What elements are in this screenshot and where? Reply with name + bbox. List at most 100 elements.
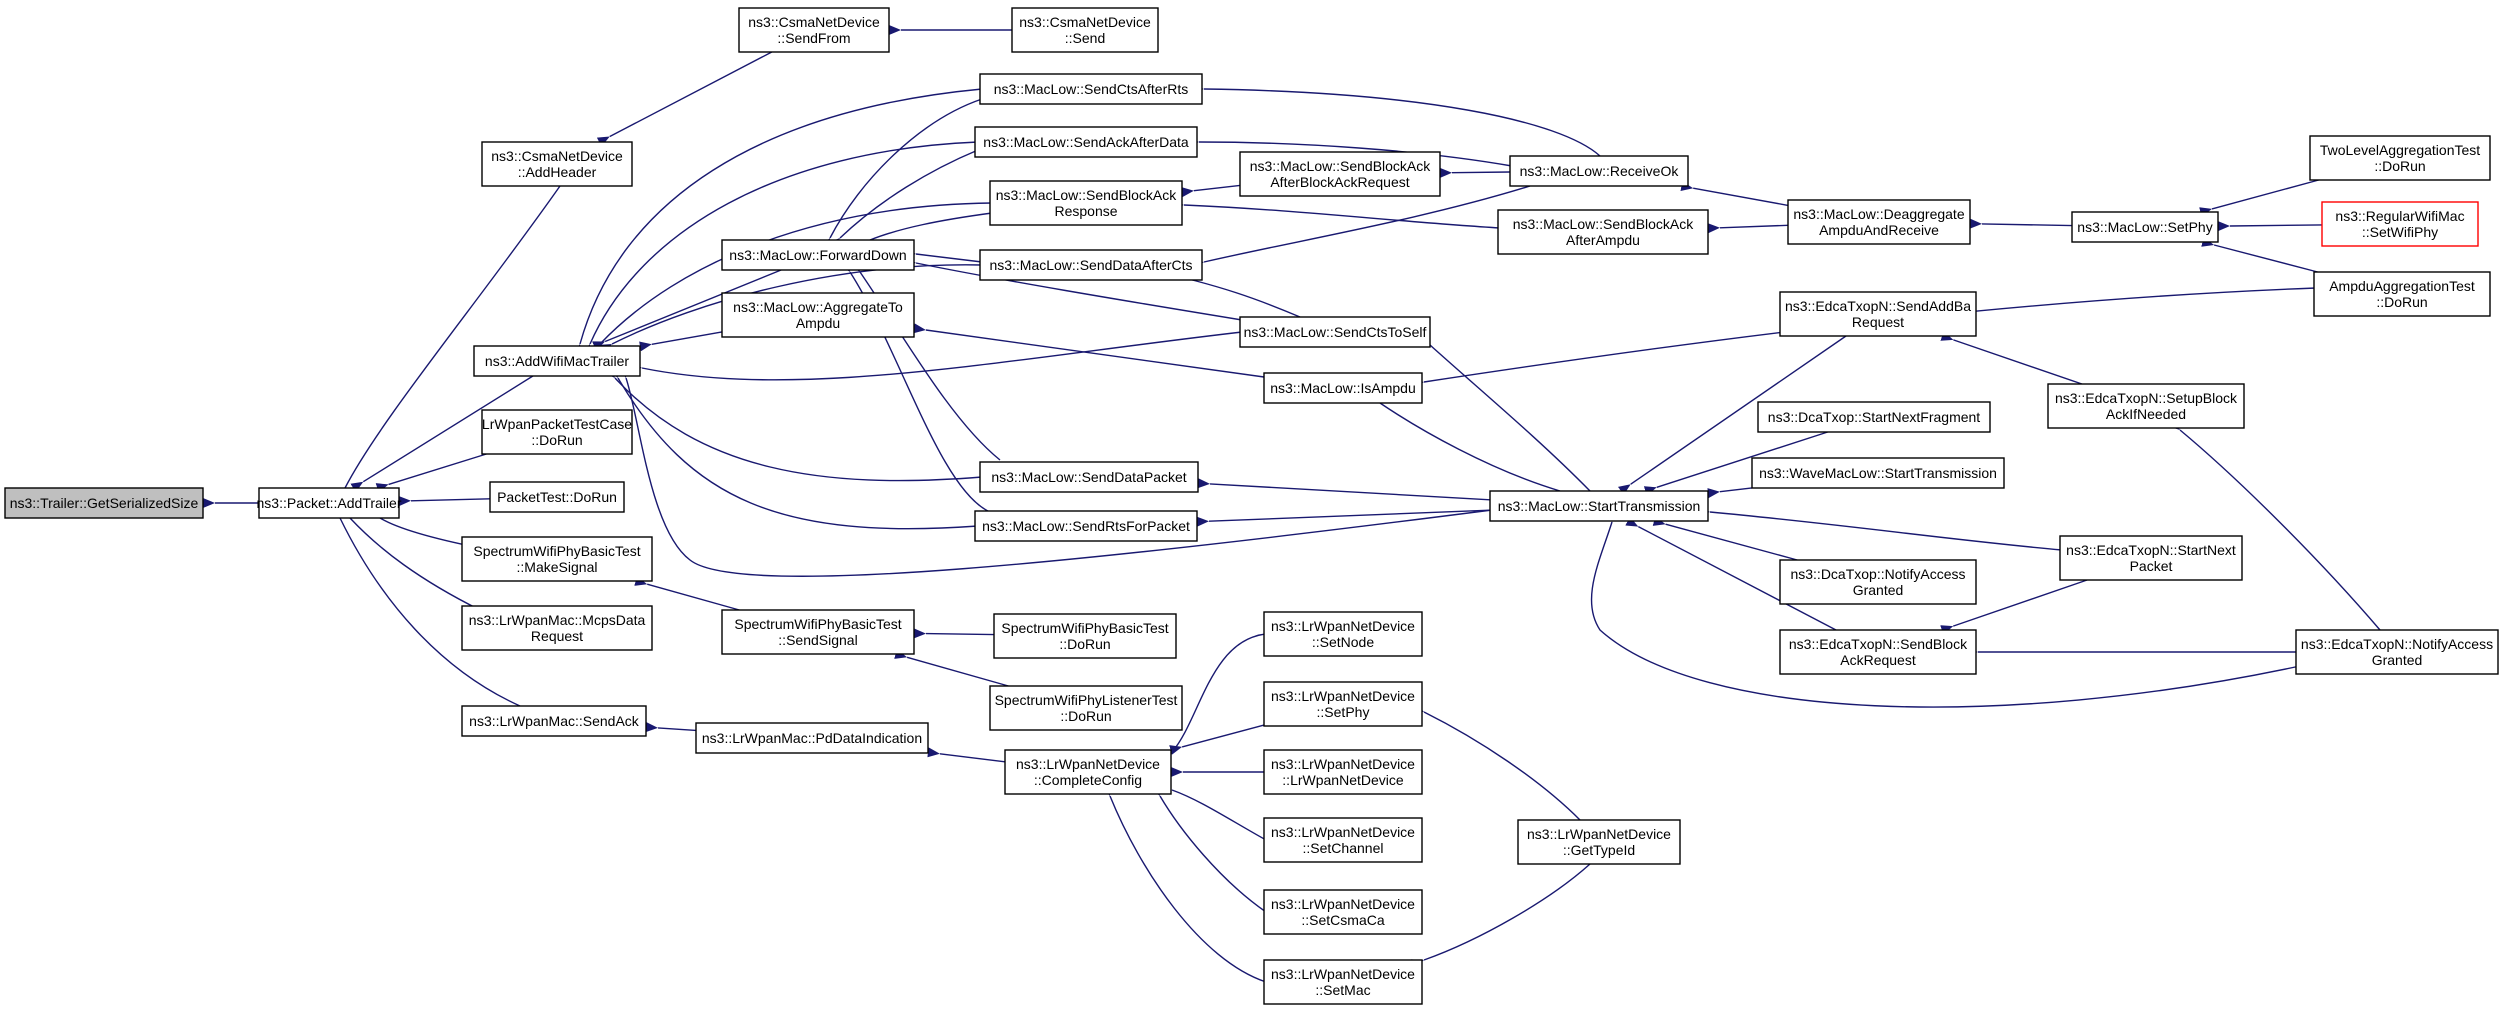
call-edge-packettest_dorun-to-packet_addtrailer xyxy=(398,496,491,507)
node-maclow-starttransmission[interactable]: ns3::MacLow::StartTransmission xyxy=(1489,490,1709,522)
node-box xyxy=(989,685,1183,731)
node-maclow-isampdu[interactable]: ns3::MacLow::IsAmpdu xyxy=(1263,372,1423,404)
node-label-line: ns3::MacLow::AggregateTo xyxy=(733,299,903,315)
node-maclow-sendctsafterrts[interactable]: ns3::MacLow::SendCtsAfterRts xyxy=(979,73,1203,105)
node-box xyxy=(1509,155,1689,187)
call-edge-twolevelaggregationtest_dorun-to-maclow_setphy xyxy=(2199,179,2319,217)
call-edge-lrwpannetdevice_setnode-to-lrwpannetdevice_completeconfig xyxy=(1160,633,1267,765)
node-box xyxy=(695,722,929,754)
node-lrwpannetdevice-gettypeid[interactable]: ns3::LrWpanNetDevice::GetTypeId xyxy=(1517,819,1681,865)
node-label-line: TwoLevelAggregationTest xyxy=(2320,142,2480,158)
node-lrwpannetdevice-setchannel[interactable]: ns3::LrWpanNetDevice::SetChannel xyxy=(1263,817,1423,863)
call-edge-addwifimactrailer-to-packet_addtrailer xyxy=(350,375,534,493)
node-wavemaclow-starttransmission[interactable]: ns3::WaveMacLow::StartTransmission xyxy=(1751,457,2005,489)
node-maclow-senddataafterCts[interactable]: ns3::MacLow::SendDataAfterCts xyxy=(979,249,1203,281)
node-label-line: ns3::LrWpanNetDevice xyxy=(1271,824,1415,840)
node-lrwpannetdevice-setnode[interactable]: ns3::LrWpanNetDevice::SetNode xyxy=(1263,611,1423,657)
node-box xyxy=(1239,151,1441,197)
node-label-line: ::SetNode xyxy=(1312,634,1374,650)
node-label-line: SpectrumWifiPhyListenerTest xyxy=(995,692,1178,708)
node-lrwpanmac-pddataindication[interactable]: ns3::LrWpanMac::PdDataIndication xyxy=(695,722,929,754)
call-nodes: ns3::Trailer::GetSerializedSize ns3::Pack… xyxy=(4,7,2499,1005)
node-label-line: ns3::LrWpanNetDevice xyxy=(1271,688,1415,704)
node-label-line: Request xyxy=(1852,314,1904,330)
node-box xyxy=(461,705,647,737)
call-edge-maclow_aggregatetoampdu-to-addwifimactrailer xyxy=(639,331,723,352)
node-label-line: ns3::CsmaNetDevice xyxy=(491,148,623,164)
node-spectrumlistener-dorun[interactable]: SpectrumWifiPhyListenerTest::DoRun xyxy=(989,685,1183,731)
node-maclow-sendackafterdata[interactable]: ns3::MacLow::SendAckAfterData xyxy=(974,126,1198,158)
node-lrwpannetdevice-lrwpannetdevice[interactable]: ns3::LrWpanNetDevice::LrWpanNetDevice xyxy=(1263,749,1423,795)
node-label-line: ::DoRun xyxy=(531,432,582,448)
node-addwifimactrailer[interactable]: ns3::AddWifiMacTrailer xyxy=(473,345,641,377)
node-box xyxy=(979,73,1203,105)
node-spectrumbasic-sendsignal[interactable]: SpectrumWifiPhyBasicTest::SendSignal xyxy=(721,609,915,655)
node-maclow-receiveok[interactable]: ns3::MacLow::ReceiveOk xyxy=(1509,155,1689,187)
node-label-line: ns3::WaveMacLow::StartTransmission xyxy=(1759,465,1997,481)
node-csma-send[interactable]: ns3::CsmaNetDevice::Send xyxy=(1011,7,1159,53)
call-edge-edcatxopn_startnextpacket-to-maclow_starttransmission xyxy=(1697,505,2063,551)
node-label-line: ::CompleteConfig xyxy=(1034,772,1142,788)
node-lrwpannetdevice-setcsmaca[interactable]: ns3::LrWpanNetDevice::SetCsmaCa xyxy=(1263,889,1423,935)
node-twolevelaggregationtest-dorun[interactable]: TwoLevelAggregationTest::DoRun xyxy=(2309,135,2491,181)
node-maclow-forwarddown[interactable]: ns3::MacLow::ForwardDown xyxy=(721,239,915,271)
node-label-line: Request xyxy=(531,628,583,644)
node-label-line: AmpduAndReceive xyxy=(1819,222,1939,238)
node-box xyxy=(473,345,641,377)
node-spectrumbasic-dorun[interactable]: SpectrumWifiPhyBasicTest::DoRun xyxy=(993,613,1177,659)
node-label-line: PacketTest::DoRun xyxy=(497,489,617,505)
call-edge-lrwpannetdevice_gettypeid-to-lrwpannetdevice_setphy xyxy=(1411,702,1581,821)
node-maclow-senddatapacket[interactable]: ns3::MacLow::SendDataPacket xyxy=(979,461,1199,493)
node-dcatxop-startnextfragment[interactable]: ns3::DcaTxop::StartNextFragment xyxy=(1757,401,1991,433)
call-edge-maclow_starttransmission-to-maclow_isampdu xyxy=(1367,392,1561,492)
call-edge-regularwifimac_setwifiphy-to-maclow_setphy xyxy=(2217,221,2323,232)
node-label-line: Ampdu xyxy=(796,315,840,331)
node-box xyxy=(2071,211,2219,243)
call-edge-maclow_sendctstoself-to-maclow_forwarddown xyxy=(903,255,1243,321)
call-edge-maclow_sendblockackafterampdu-to-maclow_sendblockackresponse xyxy=(1171,199,1501,229)
node-lrwpannetdevice-completeconfig[interactable]: ns3::LrWpanNetDevice::CompleteConfig xyxy=(1004,749,1172,795)
node-regularwifimac-setwifiphy[interactable]: ns3::RegularWifiMac::SetWifiPhy xyxy=(2321,201,2479,247)
node-label-line: ns3::AddWifiMacTrailer xyxy=(485,353,630,369)
node-label-line: SpectrumWifiPhyBasicTest xyxy=(1001,620,1168,636)
call-edge-lrwpanmac_mcpsdatarequest-to-packet_addtrailer xyxy=(338,505,481,611)
node-lrwpanpackettestcase-dorun[interactable]: LrWpanPacketTestCase::DoRun xyxy=(481,409,633,455)
node-maclow-setphy[interactable]: ns3::MacLow::SetPhy xyxy=(2071,211,2219,243)
node-label-line: ns3::MacLow::SendAckAfterData xyxy=(983,134,1189,150)
node-maclow-sendctstoself[interactable]: ns3::MacLow::SendCtsToSelf xyxy=(1239,316,1431,348)
node-lrwpannetdevice-setphy[interactable]: ns3::LrWpanNetDevice::SetPhy xyxy=(1263,681,1423,727)
node-maclow-sendrtsforpacket[interactable]: ns3::MacLow::SendRtsForPacket xyxy=(974,510,1198,542)
call-edge-lrwpanmac_sendack-to-packet_addtrailer xyxy=(330,505,521,707)
node-label-line: ns3::EdcaTxopN::SendAddBa xyxy=(1785,298,1971,314)
call-edge-maclow_senddataafterCts-to-addwifimactrailer xyxy=(599,264,983,354)
node-box xyxy=(4,487,204,519)
node-packet-addtrailer[interactable]: ns3::Packet::AddTrailer xyxy=(257,487,402,519)
node-label-line: ::SetWifiPhy xyxy=(2362,224,2438,240)
node-lrwpanmac-sendack[interactable]: ns3::LrWpanMac::SendAck xyxy=(461,705,647,737)
call-edge-maclow_starttransmission-to-maclow_senddatapacket xyxy=(1197,478,1491,501)
node-label-line: ns3::LrWpanMac::SendAck xyxy=(469,713,640,729)
node-box xyxy=(1263,611,1423,657)
node-box xyxy=(721,292,915,338)
node-maclow-sendblockackafterbar[interactable]: ns3::MacLow::SendBlockAckAfterBlockAckRe… xyxy=(1239,151,1441,197)
node-lrwpannetdevice-setmac[interactable]: ns3::LrWpanNetDevice::SetMac xyxy=(1263,959,1423,1005)
call-edge-csma_sendfrom-to-csma_addheader xyxy=(596,51,773,147)
node-csma-sendfrom[interactable]: ns3::CsmaNetDevice::SendFrom xyxy=(738,7,890,53)
node-csma-addheader[interactable]: ns3::CsmaNetDevice::AddHeader xyxy=(481,141,633,187)
node-ampduaggregationtest-dorun[interactable]: AmpduAggregationTest::DoRun xyxy=(2313,271,2491,317)
node-trailer-getserializedsize[interactable]: ns3::Trailer::GetSerializedSize xyxy=(4,487,204,519)
node-packettest-dorun[interactable]: PacketTest::DoRun xyxy=(489,481,625,513)
node-spectrumbasic-makesignal[interactable]: SpectrumWifiPhyBasicTest::MakeSignal xyxy=(461,536,653,582)
call-edge-maclow_starttransmission-to-maclow_sendrtsforpacket xyxy=(1196,509,1491,527)
